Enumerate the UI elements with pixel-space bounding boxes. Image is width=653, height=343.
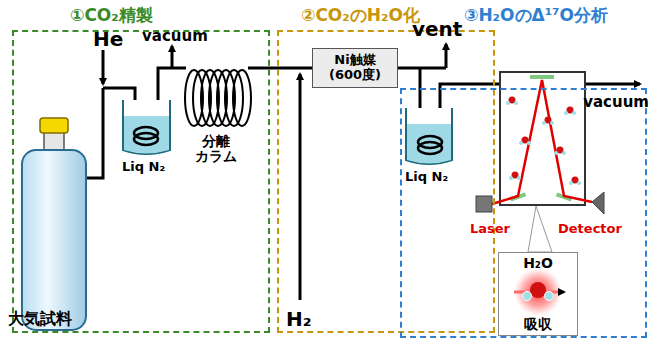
box-label: Ni触媒 (600度): [325, 53, 385, 83]
process-region: ②CO₂のH₂O化Ni触媒 (600度): [277, 30, 495, 333]
detector-label: Detector: [558, 222, 622, 236]
coolant-label: Liq N₂: [405, 170, 448, 184]
process-region: ③H₂OのΔ¹⁷O分析H₂O吸収: [400, 88, 647, 338]
region-title: ①CO₂精製: [70, 4, 153, 27]
column-label: 分離 カラム: [194, 134, 239, 165]
gas-inlet-label: He: [93, 28, 123, 50]
absorption-callout: H₂O 吸収: [498, 252, 578, 336]
gas-inlet-label: H₂: [286, 308, 312, 330]
vacuum-label: vacuum: [142, 28, 208, 45]
sample-label: 大気試料: [8, 310, 72, 328]
region-title: ②CO₂のH₂O化: [301, 4, 420, 27]
region-title: ③H₂OのΔ¹⁷O分析: [464, 4, 608, 27]
vacuum-label: vacuum: [583, 94, 649, 111]
callout-label: 吸収: [499, 317, 577, 332]
process-region: ①CO₂精製: [12, 30, 270, 333]
coolant-label: Liq N₂: [122, 160, 165, 174]
callout-label: H₂O: [499, 256, 577, 271]
vent-label: vent: [412, 18, 462, 40]
catalyst-box: Ni触媒 (600度): [312, 48, 398, 88]
laser-label: Laser: [470, 222, 510, 236]
